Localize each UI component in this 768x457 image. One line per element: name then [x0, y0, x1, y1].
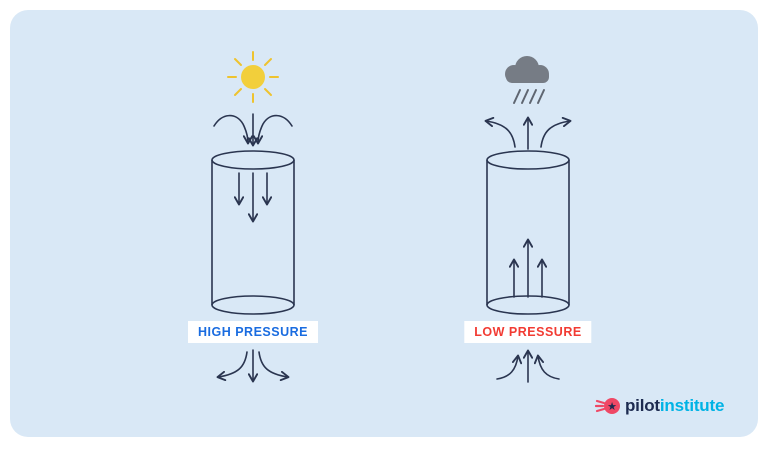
rain-lines-icon — [513, 89, 545, 104]
low-internal-arrows — [508, 238, 548, 298]
pilot-institute-logo: ★ pilotinstitute — [595, 394, 724, 418]
high-outflow-arrows — [216, 349, 290, 383]
sun-icon — [227, 51, 279, 103]
svg-text:★: ★ — [607, 401, 617, 413]
logo-word-pilot: pilot — [625, 396, 660, 415]
low-pressure-cylinder — [486, 150, 570, 315]
high-pressure-cylinder — [211, 150, 295, 315]
high-pressure-label: HIGH PRESSURE — [188, 321, 318, 343]
diagram-panel: HIGH PRESSURE LOW PRESSURE ★ pilotinstit… — [10, 10, 758, 437]
low-outflow-arrows — [484, 116, 572, 150]
high-internal-arrows — [233, 172, 273, 223]
low-inflow-arrows — [496, 349, 560, 383]
pressure-diagram — [211, 51, 572, 383]
winged-star-icon: ★ — [595, 398, 620, 414]
logo-wordmark: pilotinstitute — [625, 396, 724, 416]
low-pressure-label: LOW PRESSURE — [464, 321, 592, 343]
rain-cloud-icon — [505, 56, 549, 104]
logo-word-institute: institute — [659, 396, 725, 415]
high-inflow-arrows — [213, 113, 293, 147]
